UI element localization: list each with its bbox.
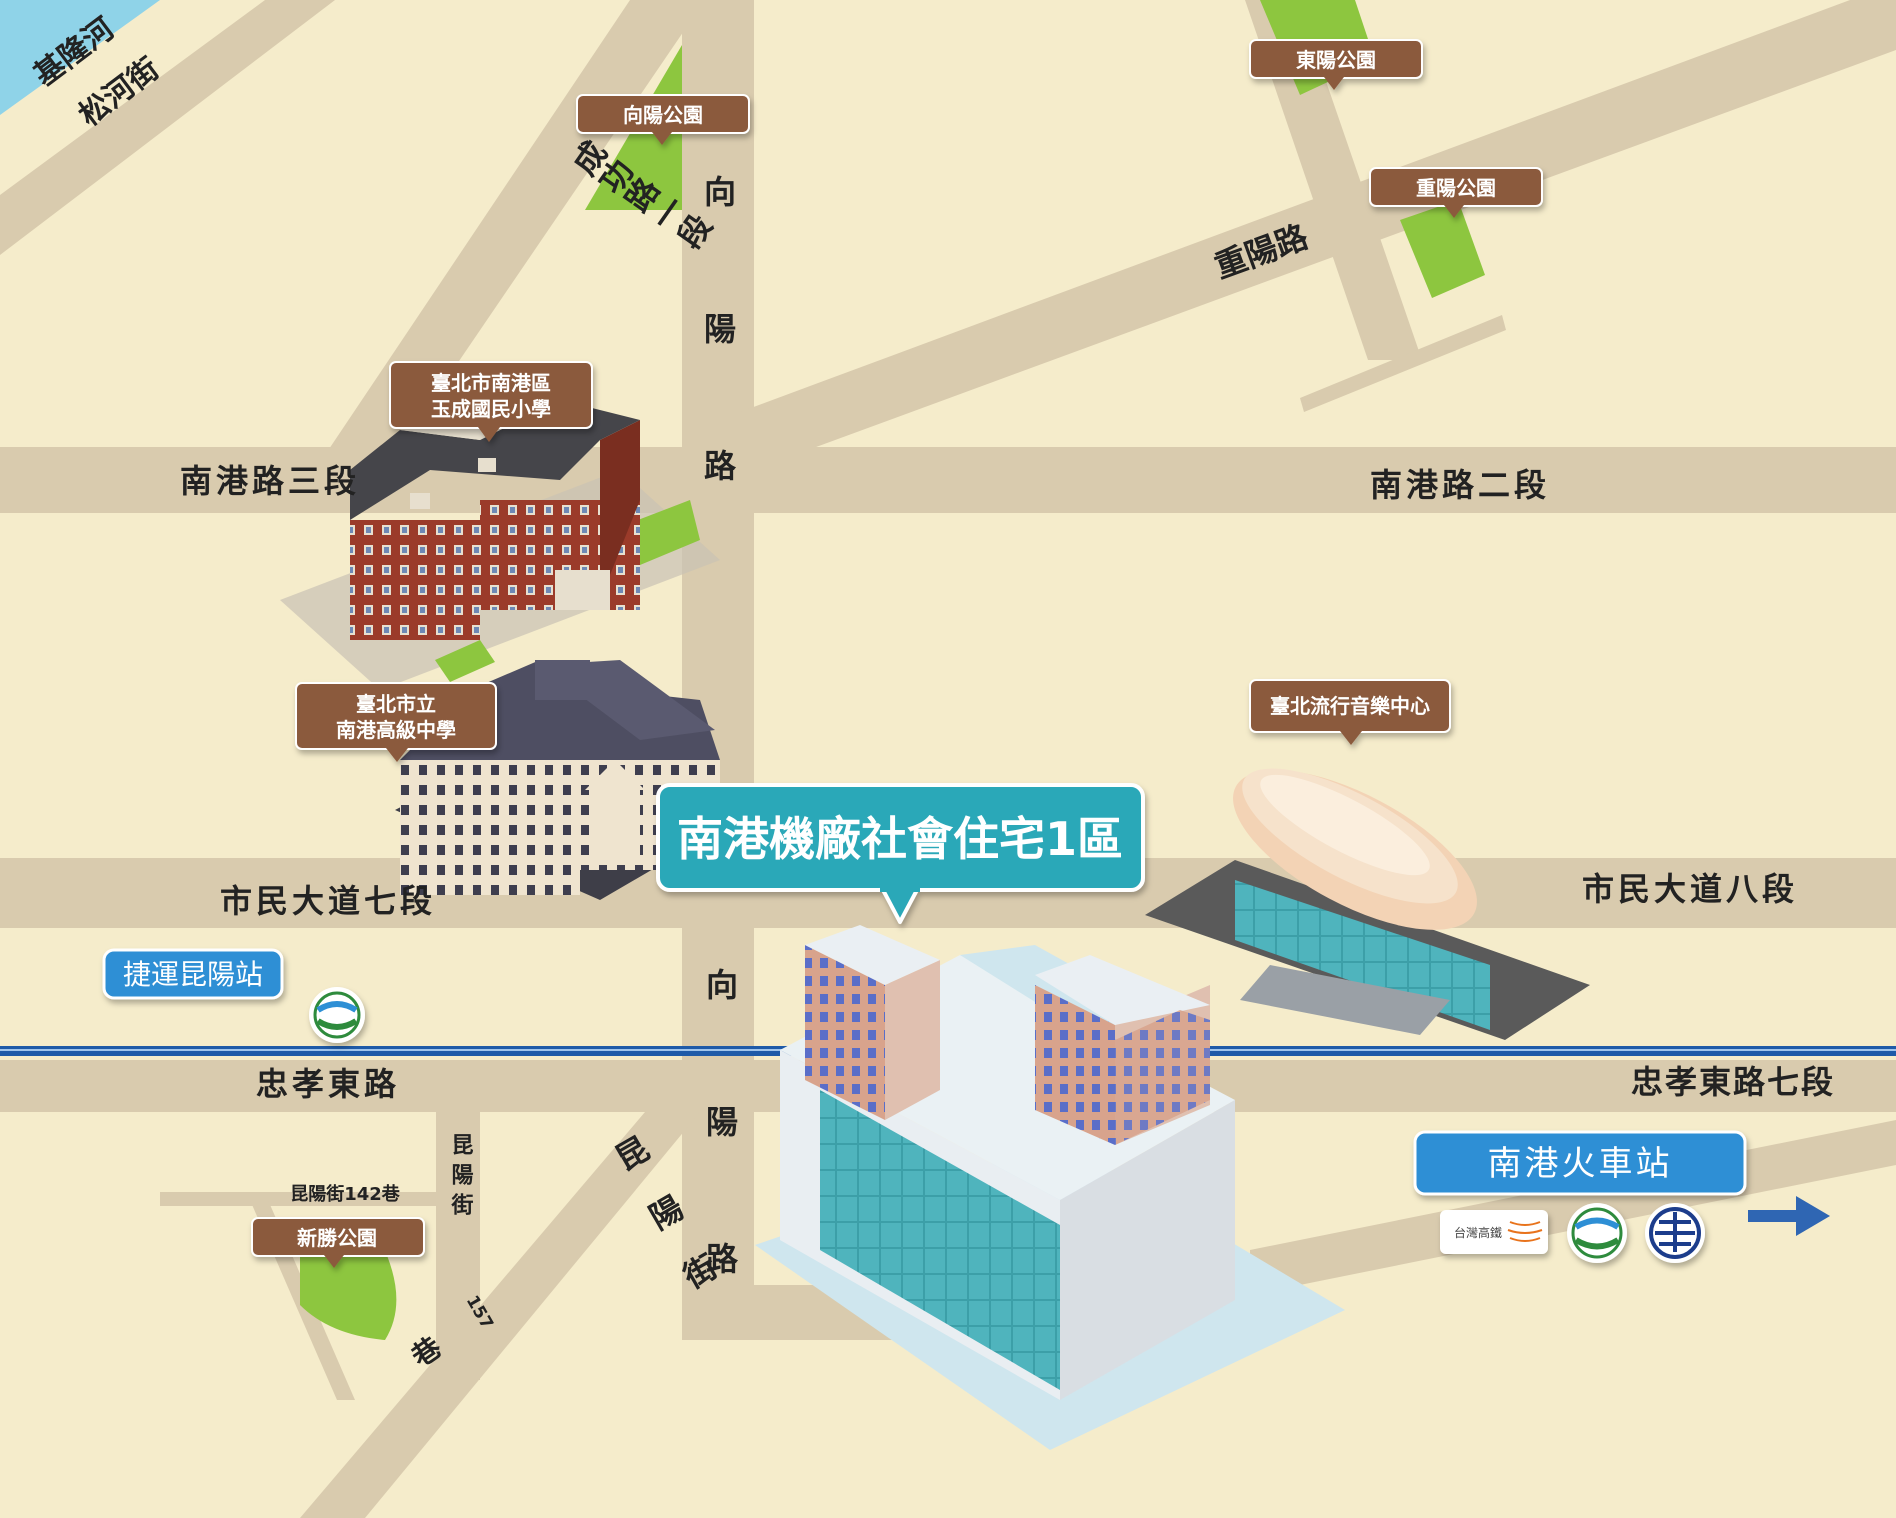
arrow-right-icon: [1748, 1196, 1830, 1236]
main-location-title: 南港機廠社會住宅1區: [677, 812, 1123, 866]
hsr-logo-text: 台灣高鐵: [1454, 1225, 1502, 1240]
tag-chongyang-park-text: 重陽公園: [1416, 176, 1496, 200]
road-chongyang: [740, 0, 1896, 475]
hsr-logo-icon: 台灣高鐵: [1440, 1210, 1548, 1254]
tag-music-center-text: 臺北流行音樂中心: [1270, 694, 1430, 718]
tag-dongyang-park: 東陽公園: [1249, 39, 1423, 90]
tag-nangang-high-school: 臺北市立 南港高級中學: [295, 682, 497, 762]
road-dongyang-lane: [1245, 0, 1422, 360]
tag-yucheng-school: 臺北市南港區 玉成國民小學: [389, 361, 593, 442]
tag-nangang-hs-line2: 南港高級中學: [336, 718, 456, 742]
main-location-callout: 南港機廠社會住宅1區: [656, 783, 1145, 924]
tag-xiangyang-park: 向陽公園: [576, 94, 750, 145]
label-civic-blvd-8: 市民大道八段: [1582, 870, 1798, 908]
label-nangang-rd-2: 南港路二段: [1370, 466, 1550, 504]
road-lane142: [160, 1192, 450, 1206]
tag-xinsheng-park-text: 新勝公園: [297, 1226, 377, 1250]
tag-yucheng-line2: 玉成國民小學: [431, 397, 551, 421]
nangang-station-text: 南港火車站: [1488, 1144, 1673, 1184]
road-nangang: [0, 447, 1896, 513]
label-zhongxiao-rd-7: 忠孝東路七段: [1631, 1063, 1835, 1101]
tag-dongyang-park-text: 東陽公園: [1296, 48, 1376, 72]
label-lane-142: 昆陽街142巷: [290, 1183, 401, 1205]
road-songhe: [0, 0, 335, 255]
label-kunyang-st: 昆陽街: [448, 1133, 475, 1223]
tag-chongyang-park: 重陽公園: [1369, 167, 1543, 218]
tag-xinsheng-park: 新勝公園: [251, 1217, 425, 1268]
tag-nangang-hs-line1: 臺北市立: [356, 692, 436, 716]
music-center-building: [1145, 768, 1590, 1040]
tag-xiangyang-park-text: 向陽公園: [623, 103, 703, 127]
label-xiangyang-rd-lower: 向陽路: [701, 968, 739, 1379]
label-xiangyang-rd-upper: 向陽路: [699, 175, 737, 586]
kunyang-station-text: 捷運昆陽站: [123, 958, 263, 991]
metro-logo-icon-nangang: [1567, 1203, 1627, 1263]
tag-music-center: 臺北流行音樂中心: [1249, 679, 1451, 745]
metro-logo-icon: [309, 987, 365, 1043]
main-housing-building: [755, 925, 1345, 1450]
park-chongyang: [1400, 200, 1485, 298]
road-kunyang-st: [436, 1110, 480, 1380]
kunyang-station-badge: 捷運昆陽站: [102, 948, 284, 1000]
tra-logo-icon: [1645, 1203, 1705, 1263]
keelung-river: [0, 0, 160, 115]
nangang-station-badge: 南港火車站: [1413, 1130, 1747, 1196]
label-nangang-rd-3: 南港路三段: [180, 462, 360, 500]
road-short-lane: [1300, 315, 1506, 412]
road-kunyang-diag: [300, 1112, 700, 1518]
park-xinsheng: [300, 1240, 397, 1340]
tag-yucheng-line1: 臺北市南港區: [431, 371, 551, 395]
label-zhongxiao-rd: 忠孝東路: [256, 1065, 400, 1103]
label-civic-blvd-7: 市民大道七段: [220, 882, 436, 920]
